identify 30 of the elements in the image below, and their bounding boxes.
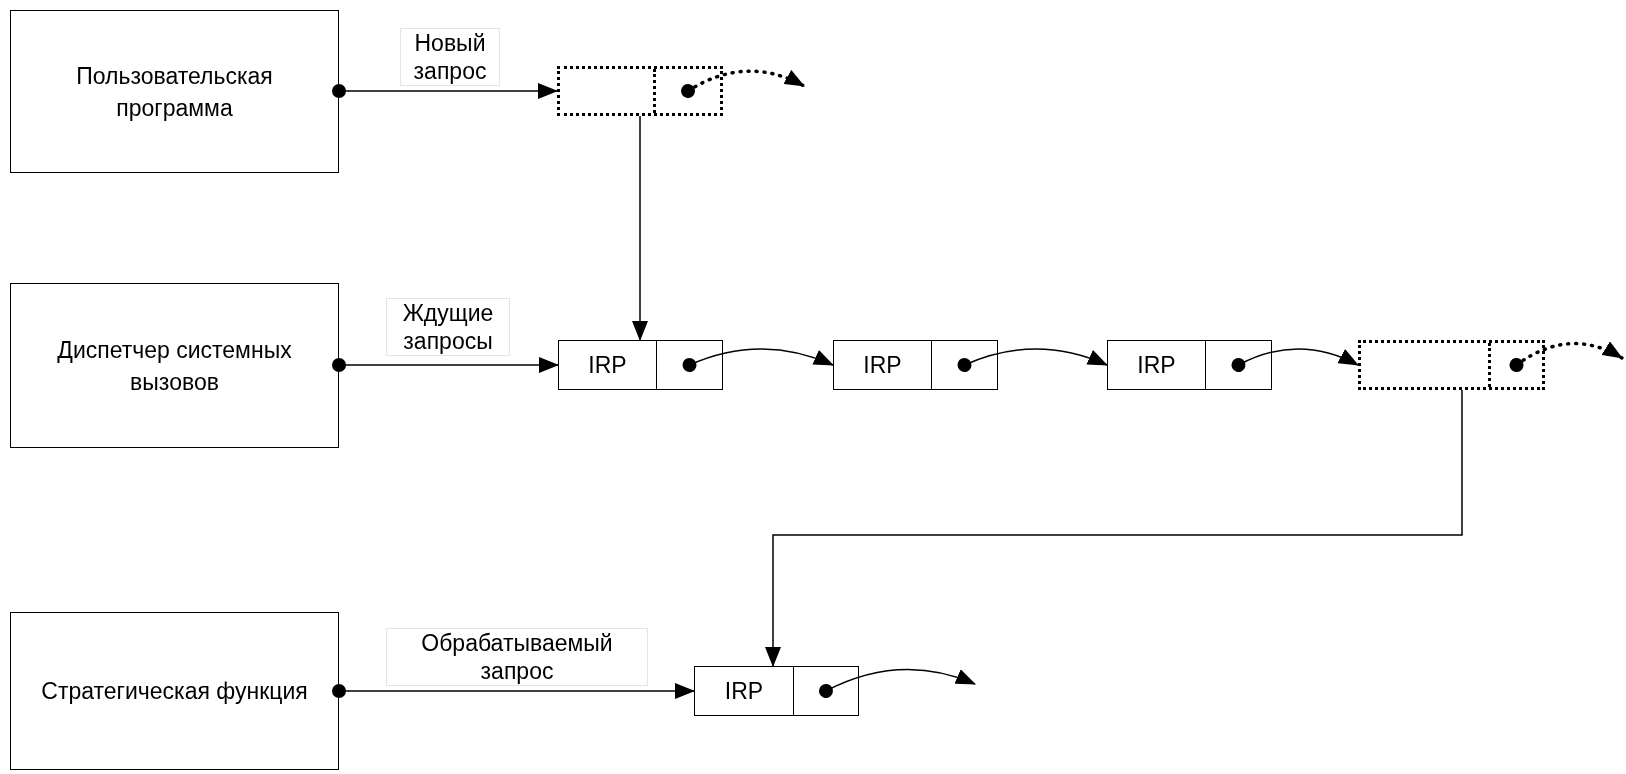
edge-label: Обрабатываемый запрос — [386, 628, 648, 686]
arrow — [682, 348, 834, 372]
arrow — [765, 389, 1463, 667]
arrow — [1231, 348, 1359, 372]
empty-list-entry — [557, 66, 723, 116]
arrow — [332, 83, 558, 99]
arrow — [681, 69, 806, 98]
arrow — [332, 683, 695, 699]
arrow — [1509, 341, 1624, 372]
arrow — [632, 115, 648, 341]
edge-label: Новый запрос — [400, 28, 500, 86]
arrow — [332, 357, 559, 373]
entry-label: IRP — [1137, 350, 1176, 380]
box-label: Стратегическая функция — [41, 677, 308, 706]
irp-list-entry — [833, 340, 998, 390]
empty-list-entry — [1358, 340, 1545, 390]
entry-label: IRP — [588, 350, 627, 380]
entry-label: IRP — [863, 350, 902, 380]
process-box — [10, 10, 339, 173]
irp-list-entry — [1107, 340, 1272, 390]
process-box — [10, 612, 339, 770]
entry-label: IRP — [724, 676, 764, 706]
box-label: Пользовательская программа — [75, 61, 274, 123]
box-label: Диспетчер системных вызовов — [56, 335, 293, 397]
arrow — [819, 668, 976, 698]
arrow — [957, 348, 1108, 372]
process-box — [10, 283, 339, 448]
irp-list-entry — [694, 666, 859, 716]
edge-label: Ждущие запросы — [386, 298, 510, 356]
irp-list-entry — [558, 340, 723, 390]
